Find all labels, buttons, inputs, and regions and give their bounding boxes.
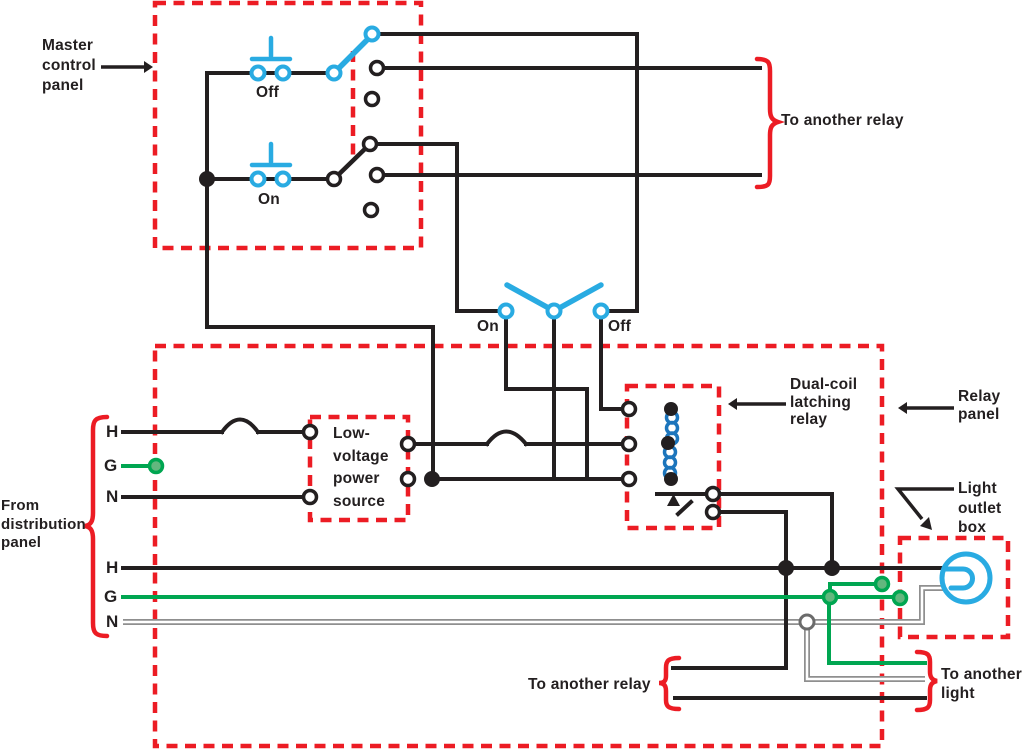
screw-terminals (301, 59, 722, 521)
latching-relay-arrowhead (728, 398, 737, 410)
light-outlet-arrowhead (920, 517, 932, 530)
from-distribution-label: From distribution panel (1, 497, 86, 551)
latching-relay-label: Dual-coil latching relay (790, 376, 858, 428)
light-outlet-arrow (894, 487, 954, 521)
selector-on-label: On (477, 318, 499, 335)
selector-off-wire (599, 309, 631, 411)
on-button-label: On (258, 191, 280, 208)
neutral-label-lower: N (106, 612, 119, 631)
master-control-panel-box (152, 0, 424, 251)
latching-relay-box (624, 383, 722, 531)
junction-dots (199, 171, 840, 576)
relay-panel-label: Relay panel (958, 388, 1001, 423)
hot-label-lower: H (106, 558, 119, 577)
breaker-arc-2 (484, 429, 529, 447)
to-another-light-label: To another light (941, 666, 1022, 702)
selector-on-wire (504, 309, 589, 481)
lamp-icon (939, 551, 993, 605)
relay-panel-box (152, 343, 885, 749)
latch-pawl (675, 499, 694, 517)
brace-to-another-light (914, 649, 938, 713)
ground-bond-dots (147, 457, 909, 607)
hot-label-upper: H (106, 422, 119, 441)
off-button-label: Off (256, 84, 279, 101)
neutral-wire-lower (123, 585, 944, 682)
brace-to-another-relay-bottom (658, 655, 682, 712)
latch-arrow (667, 494, 680, 506)
brace-to-another-relay-top (754, 56, 786, 190)
selector-off-label: Off (608, 318, 631, 335)
neutral-label-upper: N (106, 487, 119, 506)
off-contact-wire (370, 32, 639, 313)
to-another-relay-bottom-label: To another relay (528, 676, 651, 693)
to-another-relay-top-label: To another relay (781, 112, 904, 129)
selector-lever-right (551, 282, 604, 314)
breaker-arc-1 (219, 417, 261, 435)
low-voltage-label: Low- voltage power source (333, 425, 389, 510)
ground-label-lower: G (104, 587, 118, 606)
relay-feed-wire (671, 510, 788, 670)
light-outlet-label: Light outlet box (958, 480, 1002, 536)
relay-switched-wire (711, 492, 834, 570)
selector-lever-left (504, 282, 557, 314)
off-pushbutton-icon (249, 35, 293, 62)
ground-label-upper: G (104, 456, 118, 475)
feed-wire (205, 71, 435, 481)
switch-terminals (249, 25, 610, 320)
master-panel-label: Master control panel (42, 37, 96, 94)
on-contact-wire (368, 142, 510, 313)
neutral-junction-dot (798, 613, 816, 631)
ground-to-another-light (827, 595, 927, 665)
low-voltage-source-box (307, 414, 411, 523)
brace-from-distribution (84, 414, 110, 639)
light-outlet-box (897, 535, 1011, 640)
knockout-dot (289, 390, 305, 406)
off-switch-lever (331, 33, 374, 76)
on-pushbutton-icon (249, 141, 293, 168)
relay-panel-arrowhead (898, 402, 907, 414)
master-panel-arrowhead (144, 61, 153, 73)
